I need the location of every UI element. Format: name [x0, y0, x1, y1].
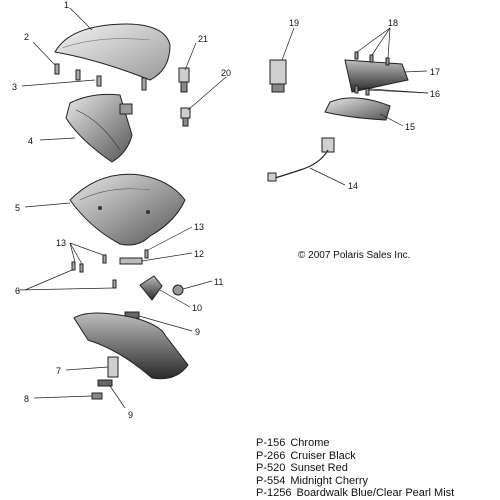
- callout-20: 20: [221, 68, 231, 78]
- callout-11: 11: [214, 277, 223, 287]
- bushing: [107, 356, 119, 378]
- callout-2: 2: [24, 32, 29, 42]
- legend-code: P-520: [256, 462, 286, 475]
- callout-13-right: 13: [194, 222, 204, 232]
- callout-9-upper: 9: [195, 327, 200, 337]
- legend-row: P-1256 Boardwalk Blue/Clear Pearl Mist: [256, 487, 496, 500]
- callout-12: 12: [194, 249, 204, 259]
- legend-name: Boardwalk Blue/Clear Pearl Mist: [296, 487, 455, 500]
- callout-3: 3: [12, 82, 17, 92]
- callout-17: 17: [430, 67, 440, 77]
- callout-8: 8: [24, 394, 29, 404]
- callout-labels: 1 2 3 4 5 6 7 8 9 9 10 11 12 13 13 14 15…: [12, 0, 440, 420]
- headlight-mount: [73, 312, 189, 380]
- mounting-bracket: [139, 275, 163, 301]
- callout-13-left: 13: [56, 238, 66, 248]
- pivot-bolt: [119, 257, 143, 265]
- light-screws: [354, 51, 390, 96]
- legend-name: Sunset Red: [290, 462, 348, 475]
- leader-lines: [17, 7, 429, 409]
- legend-code: P-554: [256, 474, 286, 487]
- running-light-bulb: [180, 107, 191, 127]
- legend-code: P-1256: [256, 487, 292, 500]
- clamp-pad-lower: [97, 379, 113, 387]
- legend-row: P-156 Chrome: [256, 437, 496, 450]
- callout-19: 19: [289, 18, 299, 28]
- wiring-harness: [267, 137, 335, 182]
- callout-14: 14: [348, 181, 358, 191]
- mounting-screws: [54, 63, 147, 91]
- callout-16: 16: [430, 89, 440, 99]
- small-fasteners: [71, 249, 149, 289]
- callout-18: 18: [388, 18, 398, 28]
- light-assembly-rear: [324, 59, 409, 121]
- callout-21: 21: [198, 34, 208, 44]
- callout-9-lower: 9: [128, 410, 133, 420]
- callout-10: 10: [192, 303, 202, 313]
- callout-5: 5: [15, 203, 20, 213]
- callout-4: 4: [28, 136, 33, 146]
- legend-row: P-266 Cruiser Black: [256, 450, 496, 463]
- copyright-notice: © 2007 Polaris Sales Inc.: [298, 250, 410, 261]
- washer: [91, 392, 103, 400]
- callout-6: 6: [15, 286, 20, 296]
- legend-name: Midnight Cherry: [290, 474, 368, 487]
- headlight-bulb: [178, 67, 190, 93]
- callout-7: 7: [56, 366, 61, 376]
- callout-15: 15: [405, 122, 415, 132]
- legend-row: P-520 Sunset Red: [256, 462, 496, 475]
- bulb-socket: [269, 59, 287, 93]
- legend-name: Chrome: [290, 437, 330, 449]
- legend-row: P-554 Midnight Cherry: [256, 475, 496, 488]
- color-parts-legend: P-156 Chrome P-266 Cruiser Black P-520 Suns…: [256, 437, 496, 500]
- legend-code: P-156: [256, 437, 286, 449]
- callout-1: 1: [64, 0, 69, 10]
- headlight-visor-cover: [54, 23, 171, 81]
- legend-code: P-266: [256, 449, 286, 462]
- legend-name: Cruiser Black: [290, 449, 356, 462]
- headlight-assembly: [65, 93, 133, 163]
- lock-nut: [172, 284, 184, 296]
- headlight-bucket: [69, 173, 186, 246]
